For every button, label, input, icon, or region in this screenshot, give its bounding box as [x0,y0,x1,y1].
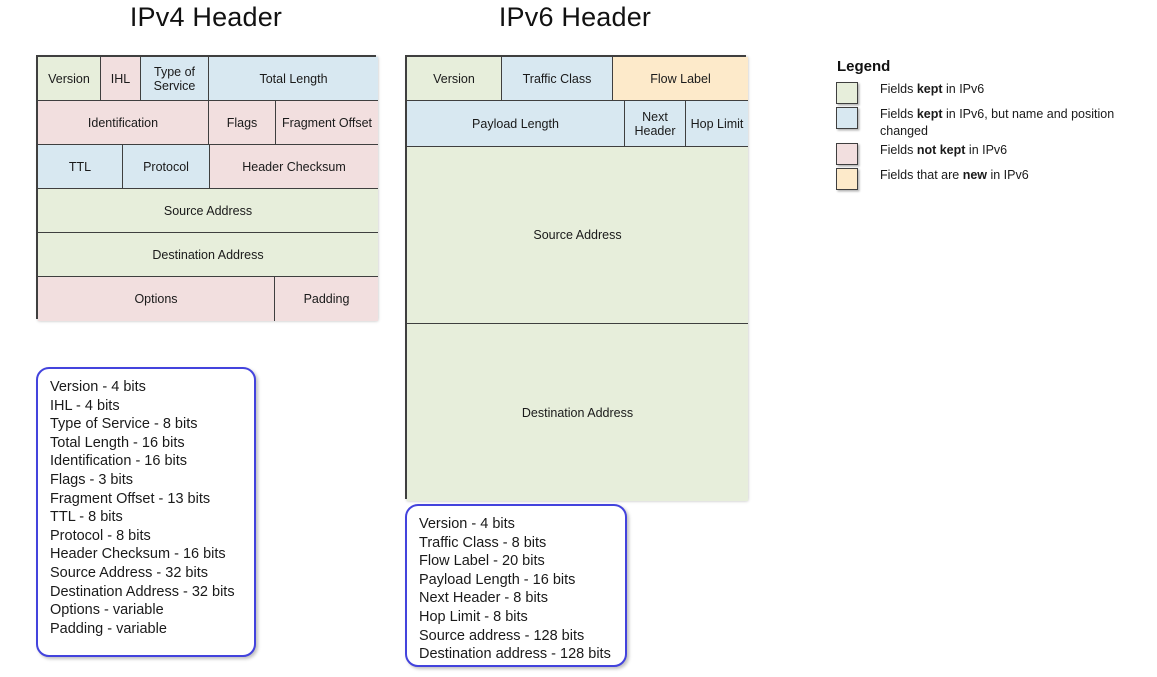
ipv6-header-title: IPv6 Header [498,2,652,32]
legend-label-suffix: in IPv6 [942,82,985,96]
legend-label-prefix: Fields [880,142,917,157]
legend-label-prefix: Fields [880,82,917,96]
ipv6-field-flow-label: Flow Label [613,57,748,101]
note-line: Flow Label - 20 bits [419,553,545,570]
ipv4-field-ttl: TTL [38,145,123,189]
ipv4-field-total-length: Total Length [209,57,378,101]
ipv4-field-options: Options [38,277,275,321]
header-row: Destination Address [38,233,378,277]
legend-color-swatch-kept [836,82,858,104]
header-row: Source Address [38,189,378,233]
legend-item: Fields kept in IPv6, but name and positi… [836,106,1146,140]
ipv6-field-destination-address: Destination Address [407,324,748,501]
ipv4-field-protocol: Protocol [123,145,210,189]
note-line: Version - 4 bits [50,379,146,395]
legend-label-keyword: not kept [916,142,966,157]
legend-item: Fields not kept in IPv6 [836,142,1146,165]
note-line: Total Length - 16 bits [50,434,185,451]
legend-label-suffix: in IPv6 [965,142,1008,157]
legend-item-label: Fields that are new in IPv6 [880,167,1029,184]
note-line: Padding - variable [50,620,167,637]
ipv4-field-destination-address: Destination Address [38,233,378,277]
note-line: Protocol - 8 bits [50,527,151,544]
legend-item-label: Fields not kept in IPv6 [880,142,1007,159]
note-line: TTL - 8 bits [50,509,123,526]
legend-title: Legend [837,58,891,75]
header-row: Source Address [407,147,748,324]
note-line: Source address - 128 bits [419,627,585,644]
ipv4-field-flags: Flags [209,101,276,145]
ipv6-field-version: Version [407,57,502,101]
legend-label-prefix: Fields that are [880,167,963,182]
header-row: Destination Address [407,324,748,501]
legend-item-label: Fields kept in IPv6 [880,81,984,98]
ipv4-field-identification: Identification [38,101,209,145]
ipv6-field-hop-limit: Hop Limit [686,101,748,147]
ipv4-header-title: IPv4 Header [129,2,283,32]
legend-color-swatch-new [836,167,858,190]
ipv6-field-payload-length: Payload Length [407,101,625,147]
note-line: Version - 4 bits [419,516,515,532]
note-line: Hop Limit - 8 bits [419,608,528,625]
note-line: IHL - 4 bits [50,397,120,414]
note-line: Header Checksum - 16 bits [50,546,226,563]
legend-color-swatch-not-kept [836,142,858,165]
note-line: Payload Length - 16 bits [419,571,576,588]
legend-label-keyword: kept [916,82,943,96]
note-line: Destination address - 128 bits [419,646,611,663]
legend-label-keyword: new [962,167,987,182]
note-line: Type of Service - 8 bits [50,416,198,433]
legend-label-suffix: in IPv6 [987,167,1029,182]
ipv4-field-type-of-service: Type of Service [141,57,209,101]
note-line: Traffic Class - 8 bits [419,534,547,551]
ipv4-field-padding: Padding [275,277,378,321]
note-line: Identification - 16 bits [50,453,188,470]
ipv4-field-header-checksum: Header Checksum [210,145,378,189]
ipv4-field-fragment-offset: Fragment Offset [276,101,378,145]
note-line: Fragment Offset - 13 bits [50,490,211,507]
legend-label-keyword: kept [916,107,943,121]
note-line: Source Address - 32 bits [50,564,208,581]
legend-item: Fields kept in IPv6 [836,81,1146,104]
ipv6-field-traffic-class: Traffic Class [502,57,613,101]
note-line: Next Header - 8 bits [419,590,548,607]
legend-label-prefix: Fields [880,107,917,121]
note-line: Destination Address - 32 bits [50,583,235,600]
note-line: Flags - 3 bits [50,471,133,488]
ipv4-field-source-address: Source Address [38,189,378,233]
ipv4-field-ihl: IHL [101,57,141,101]
legend-item-label: Fields kept in IPv6, but name and positi… [880,106,1128,140]
legend-label-suffix: in IPv6, but name and position changed [880,107,1115,138]
ipv6-field-source-address: Source Address [407,147,748,324]
legend-color-swatch-kept-changed [836,107,858,129]
ipv4-field-version: Version [38,57,101,101]
legend-item: Fields that are new in IPv6 [836,167,1146,190]
ipv6-field-next-header: Next Header [625,101,686,147]
note-line: Options - variable [50,602,164,619]
